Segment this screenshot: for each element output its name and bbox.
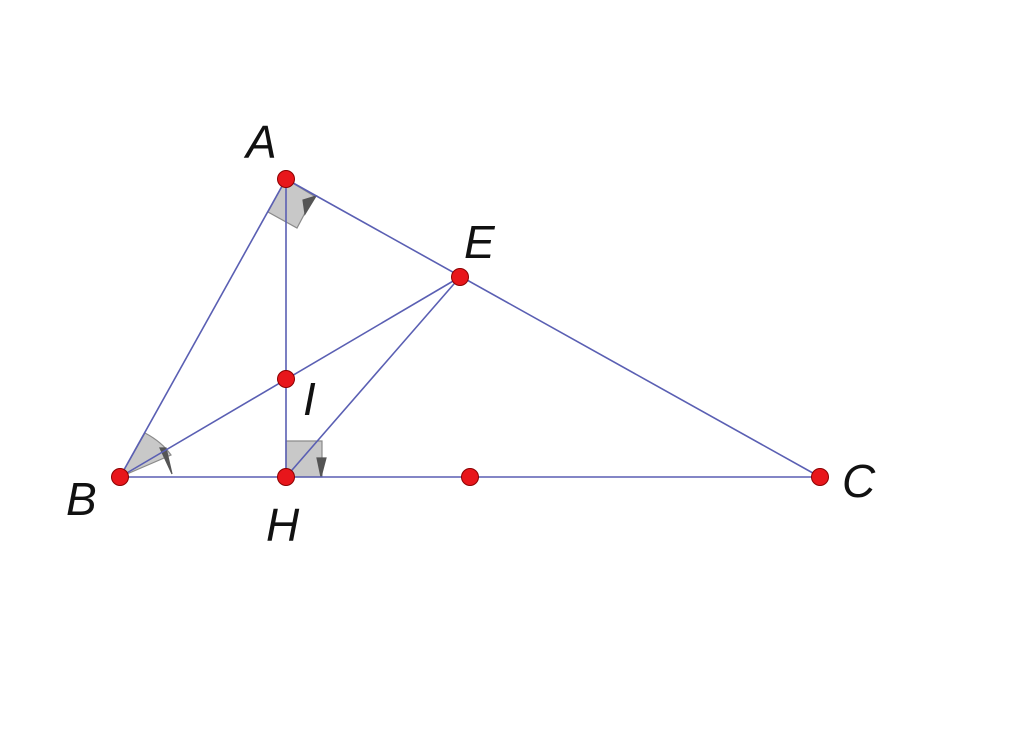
label-a: A [243, 116, 277, 168]
angle-markers [118, 178, 327, 479]
points [111, 170, 829, 486]
point-h [277, 468, 295, 486]
segment-ab [119, 178, 287, 478]
angle-arrow-b [159, 447, 173, 475]
point-c [811, 468, 829, 486]
point-a [277, 170, 295, 188]
angle-arrow-h [316, 457, 327, 478]
point-i [277, 370, 295, 388]
point-unlabeled-bc [461, 468, 479, 486]
label-i: I [303, 373, 316, 425]
label-b: B [66, 473, 97, 525]
point-e [451, 268, 469, 286]
label-h: H [266, 499, 300, 551]
segment-ac [285, 178, 821, 478]
label-e: E [464, 216, 496, 268]
segment-he [285, 276, 461, 478]
labels: A B C E H I [66, 116, 876, 551]
angle-arrow-a [302, 194, 318, 216]
point-b [111, 468, 129, 486]
label-c: C [842, 455, 876, 507]
